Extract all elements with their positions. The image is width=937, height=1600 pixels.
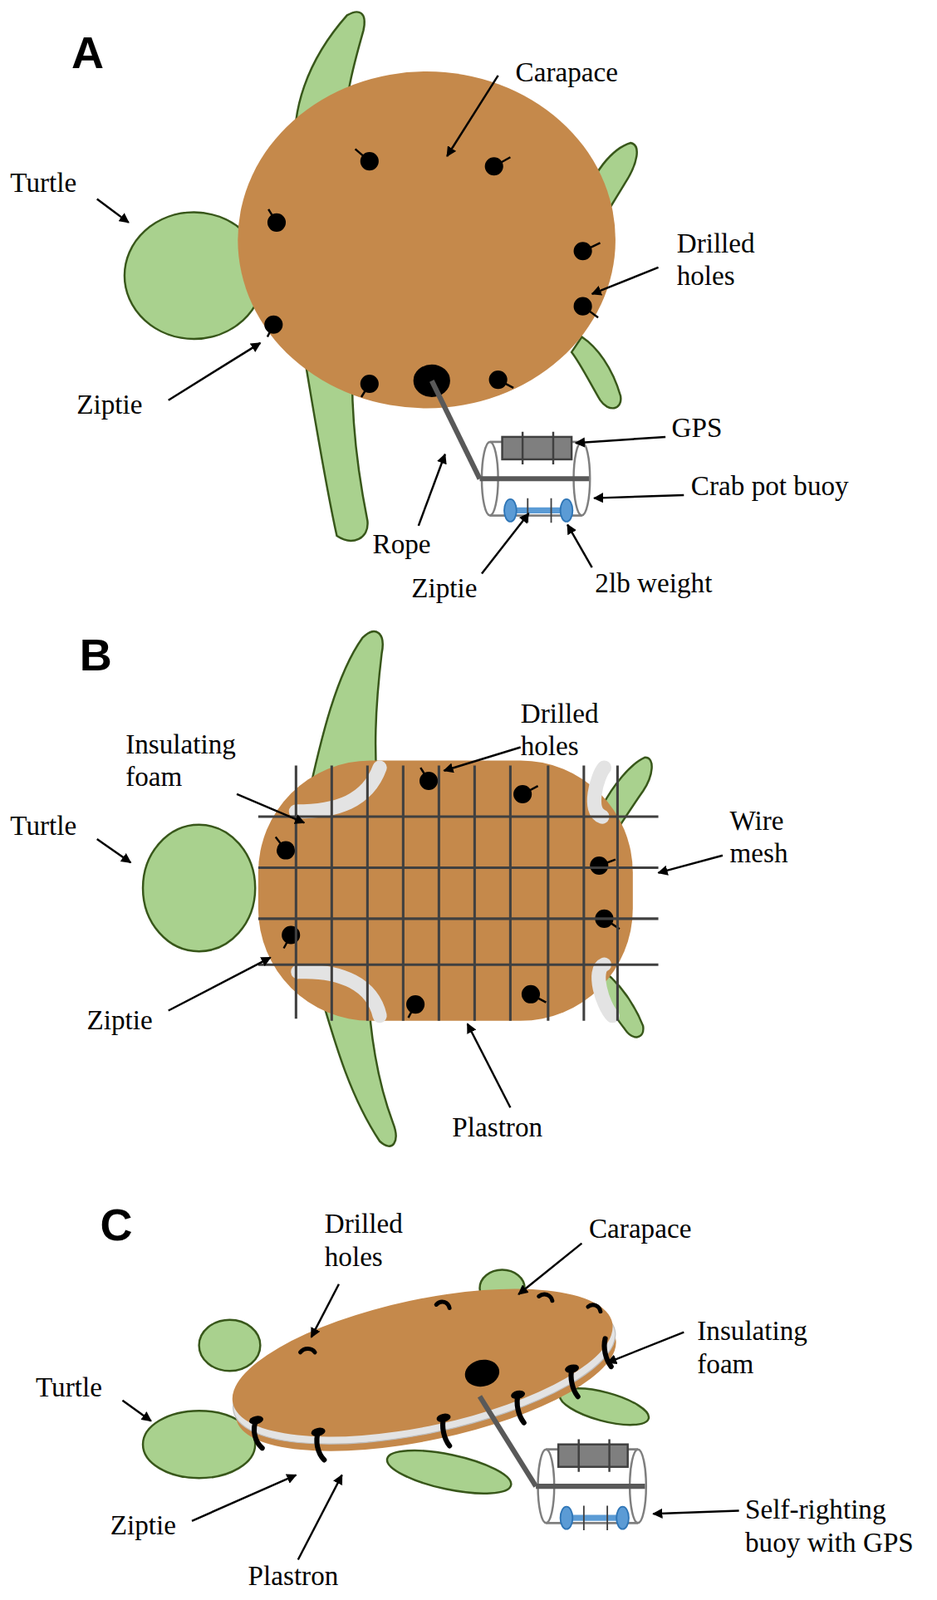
part-label: Turtle — [9, 809, 77, 843]
part-label: Plastron — [248, 1560, 339, 1594]
part-label: Carapace — [588, 1212, 692, 1247]
part-label: Plastron — [451, 1110, 543, 1144]
panel-letter: C — [99, 1201, 133, 1247]
part-label: Ziptie — [411, 571, 477, 605]
part-label: Turtle — [35, 1370, 103, 1404]
part-label: Drilled holes — [520, 696, 624, 764]
part-label: Self-righting buoy with GPS — [745, 1493, 932, 1561]
part-label: Drilled holes — [324, 1207, 427, 1275]
part-label: Rope — [372, 527, 431, 561]
part-label: 2lb weight — [594, 566, 712, 600]
part-label: Ziptie — [76, 387, 143, 422]
part-label: Drilled holes — [676, 226, 785, 294]
part-label: Insulating foam — [125, 727, 269, 795]
panel-letter: B — [79, 632, 113, 678]
part-label: Crab pot buoy — [691, 469, 849, 503]
part-label: Wire mesh — [730, 804, 812, 871]
part-label: Ziptie — [110, 1508, 177, 1542]
panel-letter: A — [71, 30, 104, 76]
part-label: Carapace — [515, 56, 619, 90]
part-label: Insulating foam — [696, 1314, 840, 1382]
part-label: Turtle — [9, 166, 77, 200]
part-label: GPS — [672, 411, 723, 445]
part-label: Ziptie — [86, 1003, 153, 1037]
